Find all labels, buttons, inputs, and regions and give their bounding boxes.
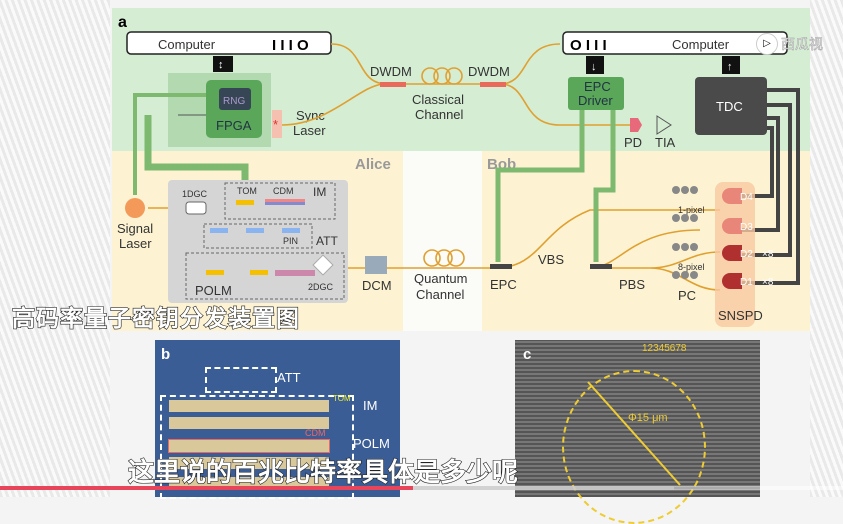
watermark-logo: ▷ 西瓜视 bbox=[756, 33, 823, 55]
snspd-photo-panel-c: c 12345678 Φ15 μm bbox=[515, 340, 760, 524]
svg-text:×8: ×8 bbox=[762, 277, 774, 288]
svg-text:8-pixel: 8-pixel bbox=[678, 262, 705, 272]
svg-text:IM: IM bbox=[313, 185, 326, 199]
svg-text:FPGA: FPGA bbox=[216, 118, 252, 133]
svg-text:PIN: PIN bbox=[283, 236, 298, 246]
tom-label: TOM bbox=[333, 394, 351, 403]
svg-text:1-pixel: 1-pixel bbox=[678, 205, 705, 215]
svg-text:Driver: Driver bbox=[578, 93, 613, 108]
dwdm-left-label: DWDM bbox=[370, 64, 412, 79]
svg-text:ATT: ATT bbox=[316, 234, 338, 248]
play-icon: ▷ bbox=[756, 33, 778, 55]
watermark-text: 西瓜视 bbox=[781, 36, 824, 53]
tia-icon bbox=[656, 115, 672, 135]
polm-label: POLM bbox=[353, 436, 390, 451]
att-label: ATT bbox=[277, 370, 301, 385]
dwdm-right-label: DWDM bbox=[468, 64, 510, 79]
background-left bbox=[0, 0, 110, 497]
cdm-label: CDM bbox=[305, 428, 326, 438]
tdc-box bbox=[695, 77, 767, 135]
svg-text:Classical: Classical bbox=[412, 92, 464, 107]
epc-driver-box bbox=[568, 77, 624, 110]
alice-computer bbox=[126, 31, 332, 55]
rng-box bbox=[219, 88, 251, 110]
panel-b-label: b bbox=[161, 346, 171, 363]
svg-text:2DGC: 2DGC bbox=[308, 282, 334, 292]
pd-icon bbox=[630, 118, 642, 132]
svg-text:D4: D4 bbox=[740, 192, 753, 203]
panel-c-label: c bbox=[523, 346, 532, 363]
svg-text:PBS: PBS bbox=[619, 277, 645, 292]
svg-text:×8: ×8 bbox=[762, 249, 774, 260]
svg-text:D2: D2 bbox=[740, 249, 753, 260]
alice-computer-label: Computer bbox=[158, 37, 216, 52]
svg-text:POLM: POLM bbox=[195, 283, 232, 298]
svg-text:1DGC: 1DGC bbox=[182, 189, 208, 199]
svg-text:DCM: DCM bbox=[362, 278, 392, 293]
svg-text:VBS: VBS bbox=[538, 252, 564, 267]
bob-computer bbox=[562, 31, 788, 55]
caption-title: 高码率量子密钥分发装置图 bbox=[11, 305, 300, 332]
chip-photo-panel-b: b ATT TOM IM POLM CDM bbox=[155, 340, 400, 499]
svg-text:Channel: Channel bbox=[415, 107, 464, 122]
svg-text:TDC: TDC bbox=[716, 99, 743, 114]
svg-text:TOM: TOM bbox=[237, 186, 257, 196]
svg-text:Laser: Laser bbox=[119, 236, 152, 251]
im-label: IM bbox=[363, 398, 378, 413]
svg-text:Quantum: Quantum bbox=[414, 271, 467, 286]
svg-text:Sync: Sync bbox=[296, 108, 325, 123]
svg-text:RNG: RNG bbox=[223, 96, 245, 107]
svg-text:Laser: Laser bbox=[293, 123, 326, 138]
svg-text:TIA: TIA bbox=[655, 135, 676, 150]
computer-ports-icon: I I I O bbox=[272, 37, 309, 54]
svg-text:*: * bbox=[273, 117, 278, 132]
svg-text:Signal: Signal bbox=[117, 221, 153, 236]
background-right bbox=[810, 0, 843, 497]
svg-text:D1: D1 bbox=[740, 277, 753, 288]
subtitle: 这里说的百兆比特率具体是多少呢 bbox=[127, 457, 519, 488]
svg-text:↑: ↑ bbox=[727, 61, 733, 73]
svg-text:EPC: EPC bbox=[490, 277, 517, 292]
svg-text:PD: PD bbox=[624, 135, 642, 150]
video-progress-bar[interactable] bbox=[0, 486, 843, 490]
diagram-panel-a: a Computer I I I O ↕ RNG FPGA * Sync Las… bbox=[112, 8, 810, 331]
pixel-numbers: 12345678 bbox=[642, 343, 687, 354]
svg-text:Channel: Channel bbox=[416, 287, 465, 302]
diameter-label: Φ15 μm bbox=[628, 412, 668, 424]
svg-text:O I I I: O I I I bbox=[570, 37, 607, 54]
svg-text:PC: PC bbox=[678, 288, 696, 303]
svg-text:EPC: EPC bbox=[584, 79, 611, 94]
svg-text:↕: ↕ bbox=[218, 59, 224, 71]
dcm-box bbox=[365, 256, 387, 274]
bidirectional-arrow-icon bbox=[213, 56, 233, 72]
svg-text:Computer: Computer bbox=[672, 37, 730, 52]
played-bar bbox=[0, 486, 414, 490]
svg-text:CDM: CDM bbox=[273, 186, 294, 196]
svg-text:Alice: Alice bbox=[355, 156, 391, 173]
svg-text:↓: ↓ bbox=[591, 61, 597, 73]
signal-laser-icon bbox=[125, 198, 145, 218]
panel-a-label: a bbox=[118, 14, 127, 31]
svg-text:SNSPD: SNSPD bbox=[718, 308, 763, 323]
svg-text:D3: D3 bbox=[740, 222, 753, 233]
